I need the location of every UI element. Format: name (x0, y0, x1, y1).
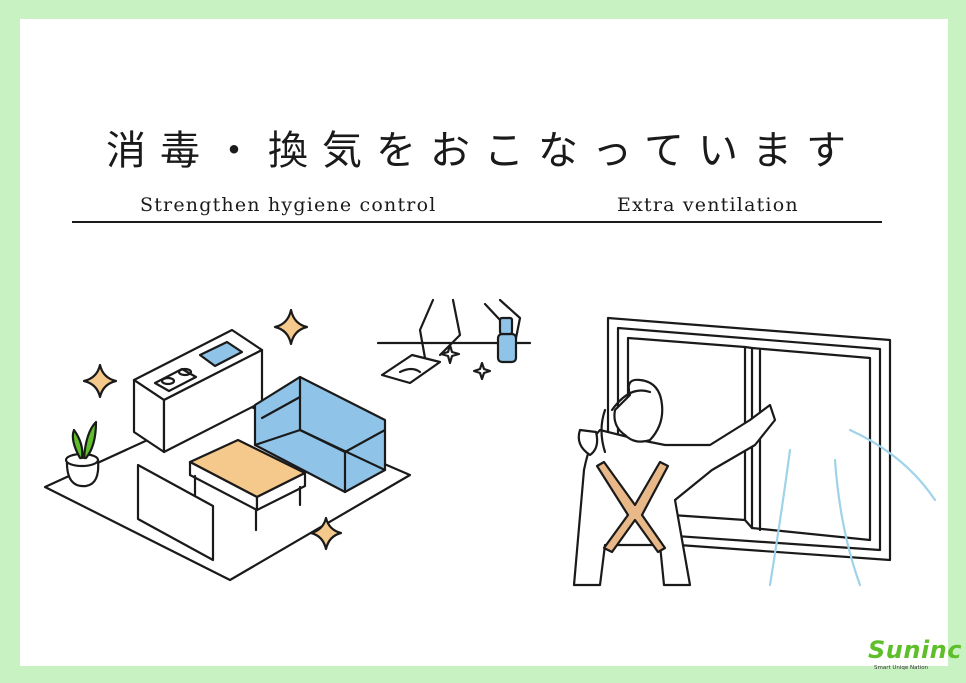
subtitle-hygiene: Strengthen hygiene control (140, 194, 437, 216)
sparkle-icon (309, 516, 343, 551)
title-divider (72, 221, 882, 223)
subtitle-ventilation: Extra ventilation (617, 194, 799, 216)
sparkle-icon (439, 343, 461, 365)
sparkle-icon (273, 308, 309, 346)
sparkle-icon (472, 361, 492, 381)
person-opening-window (572, 378, 777, 587)
sparkle-icon (82, 363, 118, 399)
suninc-logo: Suninc Smart Uniqe Nation (868, 636, 962, 676)
breeze-lines (768, 428, 937, 587)
coffee-table (188, 438, 307, 532)
page-title: 消毒・換気をおこなっています (106, 128, 860, 174)
sink (198, 340, 244, 368)
logo-wordmark: Suninc (868, 636, 962, 664)
spray-bottle-icon (496, 316, 518, 364)
ventilation-illustration (572, 316, 937, 587)
sofa (253, 375, 387, 494)
plant-icon (64, 420, 100, 488)
living-room-illustration (43, 308, 412, 582)
logo-tagline: Smart Uniqe Nation (874, 665, 929, 671)
tv-panel (136, 463, 215, 562)
cleaning-illustration (376, 298, 532, 385)
